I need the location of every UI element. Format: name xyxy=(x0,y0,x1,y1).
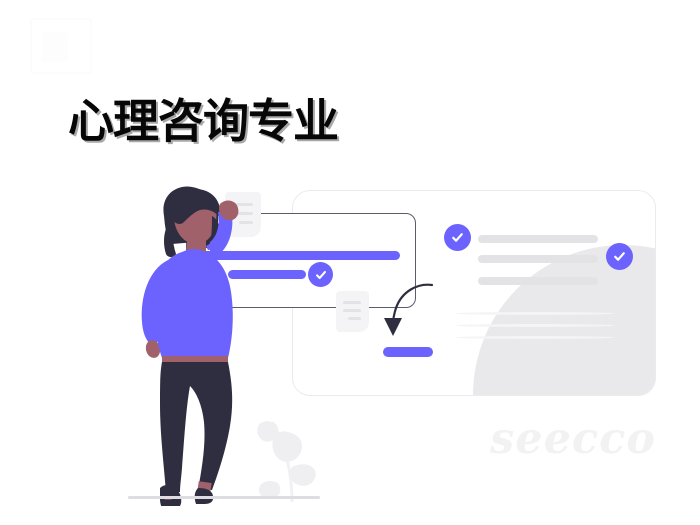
faint-curve-2 xyxy=(455,324,615,327)
purple-bar-long xyxy=(196,251,400,260)
purple-bar-button xyxy=(383,347,433,357)
card-swoosh-shape xyxy=(473,245,655,395)
faint-curve-3 xyxy=(455,336,615,339)
list-line-2 xyxy=(478,255,598,263)
page-title: 心理咨询专业 xyxy=(68,94,339,148)
seecco-watermark: seecco xyxy=(490,414,656,464)
decorative-plant-icon xyxy=(257,421,316,502)
corner-logo-watermark xyxy=(30,18,92,74)
check-circle-form-icon xyxy=(308,262,333,287)
ground-line xyxy=(128,496,320,499)
check-circle-right-icon xyxy=(606,243,633,270)
curved-arrow-down-icon xyxy=(384,283,434,336)
document-icon-lower xyxy=(336,291,369,332)
faint-curve-1 xyxy=(455,312,615,315)
list-line-3 xyxy=(478,277,598,285)
list-line-1 xyxy=(478,235,598,243)
purple-bar-short xyxy=(228,270,306,279)
check-circle-left-icon xyxy=(444,224,471,251)
woman-figure xyxy=(141,186,239,506)
